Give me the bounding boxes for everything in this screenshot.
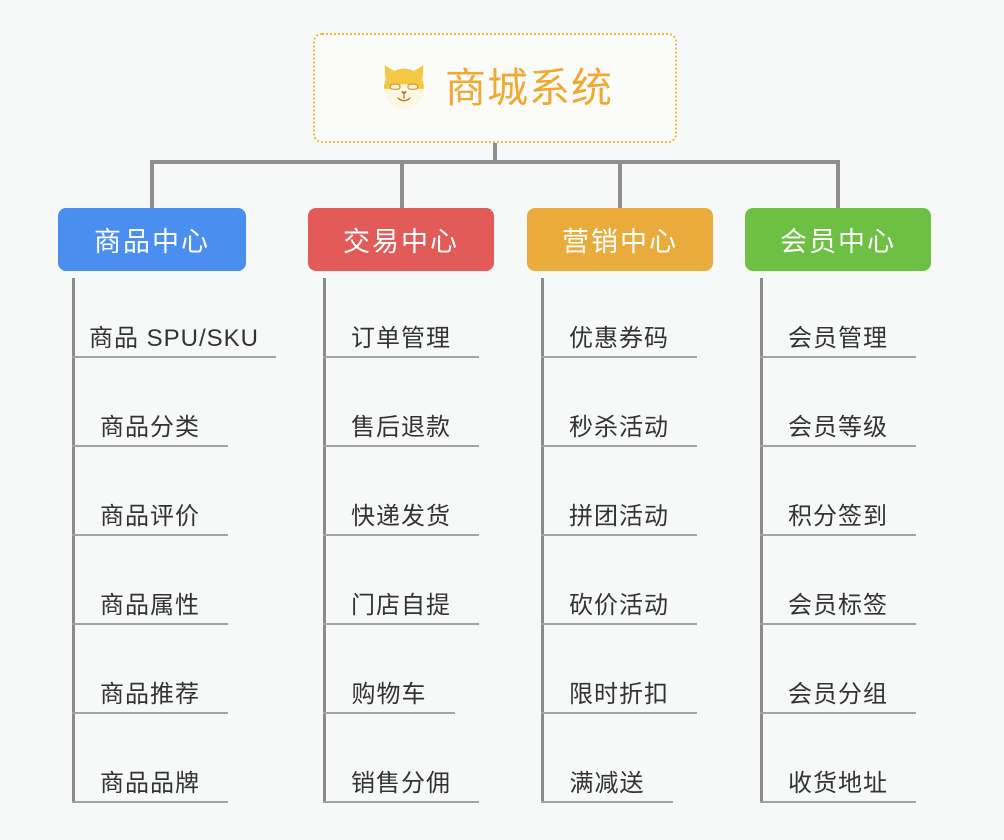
- connector-drop-1: [150, 160, 154, 208]
- connector-horizontal-bus: [150, 160, 840, 164]
- connector-root-stem: [493, 143, 497, 162]
- leaf-item-0-0[interactable]: 商品 SPU/SKU: [72, 312, 276, 358]
- root-node[interactable]: 商城系统: [313, 33, 677, 143]
- leaf-item-1-5[interactable]: 销售分佣: [323, 757, 479, 803]
- leaf-item-3-0[interactable]: 会员管理: [760, 312, 916, 358]
- leaf-label-0-1: 商品分类: [100, 413, 200, 441]
- leaf-label-2-0: 优惠券码: [569, 324, 669, 352]
- leaf-label-3-5: 收货地址: [788, 769, 888, 797]
- branch-spine-2: [541, 278, 544, 802]
- leaf-item-0-3[interactable]: 商品属性: [72, 579, 228, 625]
- leaf-label-1-5: 销售分佣: [351, 769, 451, 797]
- category-header-2[interactable]: 营销中心: [527, 208, 713, 271]
- leaf-item-2-2[interactable]: 拼团活动: [541, 490, 697, 536]
- shiba-dog-face-icon: [383, 65, 425, 110]
- leaf-item-1-2[interactable]: 快递发货: [323, 490, 479, 536]
- leaf-label-2-1: 秒杀活动: [569, 413, 669, 441]
- leaf-label-0-3: 商品属性: [100, 591, 200, 619]
- branch-spine-0: [72, 278, 75, 802]
- leaf-label-3-4: 会员分组: [788, 680, 888, 708]
- category-label-1: 交易中心: [343, 227, 459, 257]
- category-label-3: 会员中心: [780, 227, 896, 257]
- leaf-label-2-4: 限时折扣: [569, 680, 669, 708]
- leaf-item-3-5[interactable]: 收货地址: [760, 757, 916, 803]
- leaf-label-1-0: 订单管理: [351, 324, 451, 352]
- root-title: 商城系统: [445, 64, 613, 111]
- leaf-item-3-2[interactable]: 积分签到: [760, 490, 916, 536]
- category-header-3[interactable]: 会员中心: [745, 208, 931, 271]
- leaf-label-1-2: 快递发货: [351, 502, 451, 530]
- connector-drop-2: [400, 160, 404, 208]
- leaf-label-1-3: 门店自提: [351, 591, 451, 619]
- leaf-label-0-5: 商品品牌: [100, 769, 200, 797]
- leaf-label-2-5: 满减送: [569, 769, 645, 797]
- leaf-label-3-3: 会员标签: [788, 591, 888, 619]
- leaf-item-2-5[interactable]: 满减送: [541, 757, 673, 803]
- connector-drop-4: [836, 160, 840, 208]
- category-header-0[interactable]: 商品中心: [58, 208, 246, 271]
- category-label-2: 营销中心: [562, 227, 678, 257]
- leaf-item-3-3[interactable]: 会员标签: [760, 579, 916, 625]
- leaf-item-2-4[interactable]: 限时折扣: [541, 668, 697, 714]
- category-label-0: 商品中心: [94, 227, 210, 257]
- leaf-item-1-1[interactable]: 售后退款: [323, 401, 479, 447]
- leaf-item-2-1[interactable]: 秒杀活动: [541, 401, 697, 447]
- leaf-item-0-4[interactable]: 商品推荐: [72, 668, 228, 714]
- branch-spine-1: [323, 278, 326, 802]
- leaf-item-0-1[interactable]: 商品分类: [72, 401, 228, 447]
- category-header-1[interactable]: 交易中心: [308, 208, 494, 271]
- leaf-item-1-0[interactable]: 订单管理: [323, 312, 479, 358]
- leaf-item-3-1[interactable]: 会员等级: [760, 401, 916, 447]
- leaf-label-2-2: 拼团活动: [569, 502, 669, 530]
- leaf-label-0-2: 商品评价: [100, 502, 200, 530]
- branch-spine-3: [760, 278, 763, 802]
- leaf-label-3-1: 会员等级: [788, 413, 888, 441]
- leaf-item-1-3[interactable]: 门店自提: [323, 579, 479, 625]
- leaf-label-0-4: 商品推荐: [100, 680, 200, 708]
- leaf-label-3-2: 积分签到: [788, 502, 888, 530]
- leaf-label-1-1: 售后退款: [351, 413, 451, 441]
- leaf-label-1-4: 购物车: [351, 680, 427, 708]
- leaf-item-2-3[interactable]: 砍价活动: [541, 579, 697, 625]
- connector-drop-3: [618, 160, 622, 208]
- leaf-item-3-4[interactable]: 会员分组: [760, 668, 916, 714]
- leaf-label-3-0: 会员管理: [788, 324, 888, 352]
- leaf-item-0-2[interactable]: 商品评价: [72, 490, 228, 536]
- leaf-item-2-0[interactable]: 优惠券码: [541, 312, 697, 358]
- leaf-item-0-5[interactable]: 商品品牌: [72, 757, 228, 803]
- leaf-item-1-4[interactable]: 购物车: [323, 668, 455, 714]
- leaf-label-2-3: 砍价活动: [569, 591, 669, 619]
- leaf-label-0-0: 商品 SPU/SKU: [88, 324, 260, 352]
